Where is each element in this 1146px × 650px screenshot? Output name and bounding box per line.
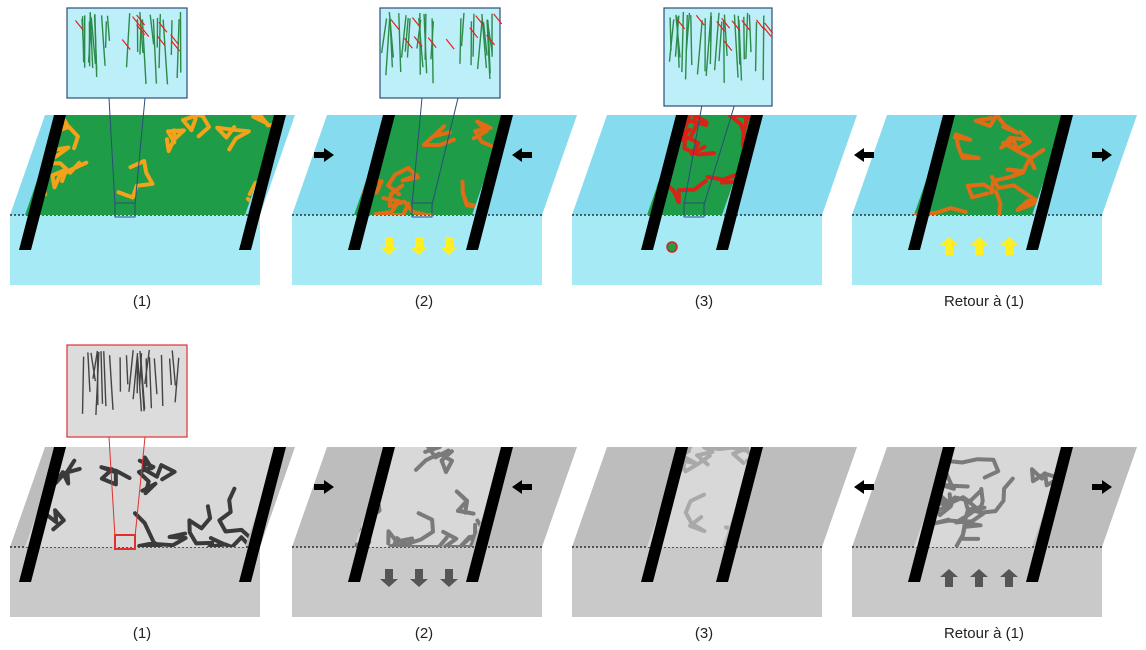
trough-front <box>10 547 260 617</box>
barrier <box>19 115 66 250</box>
vertical-arrow-1 <box>940 237 958 255</box>
monolayer-film <box>354 447 507 547</box>
vertical-arrow-1 <box>380 569 398 587</box>
panel-2-4 <box>852 447 1137 617</box>
panel-1-3 <box>572 7 857 285</box>
barrier <box>348 115 395 250</box>
barrier <box>466 447 513 582</box>
horizontal-arrow-2 <box>512 480 532 494</box>
horizontal-arrow-1 <box>314 480 334 494</box>
horizontal-arrow-1 <box>854 148 874 162</box>
horizontal-arrow-1 <box>314 148 334 162</box>
trough-front <box>572 215 822 285</box>
panel-1-2 <box>292 7 577 285</box>
panel-caption: (3) <box>694 625 714 642</box>
zoom-leader <box>134 436 146 538</box>
molecule-sketch <box>74 12 182 85</box>
panel-1-1 <box>10 7 295 285</box>
molecule-sketch <box>81 349 180 416</box>
vertical-arrow-2 <box>410 237 428 255</box>
zoom-leader <box>108 97 116 206</box>
zoom-leader <box>431 97 459 206</box>
horizontal-arrow-2 <box>1092 480 1112 494</box>
molecule-sketch <box>380 11 503 84</box>
monolayer-film <box>25 447 280 547</box>
zoom-leader <box>683 105 703 206</box>
trough-front <box>572 547 822 617</box>
horizontal-arrow-2 <box>512 148 532 162</box>
barrier <box>1026 115 1073 250</box>
panel-1-4 <box>852 115 1137 285</box>
vertical-arrow-1 <box>940 569 958 587</box>
vertical-arrow-3 <box>1000 569 1018 587</box>
domain-pattern <box>26 455 254 547</box>
barrier <box>348 447 395 582</box>
monolayer-film <box>25 115 280 215</box>
panel-caption: (1) <box>132 293 152 310</box>
barrier <box>716 447 763 582</box>
zoom-target-box <box>114 534 136 550</box>
barrier <box>239 115 286 250</box>
horizontal-arrow-1 <box>854 480 874 494</box>
zoom-leader <box>108 436 116 538</box>
panel-caption: Retour à (1) <box>943 293 1025 310</box>
barrier <box>1026 447 1073 582</box>
vertical-arrow-3 <box>1000 237 1018 255</box>
zoom-leader <box>411 97 423 206</box>
vertical-arrow-2 <box>970 237 988 255</box>
barrier <box>641 447 688 582</box>
panel-caption: (3) <box>694 293 714 310</box>
zoom-leader <box>703 105 735 206</box>
zoom-target-box <box>411 202 433 218</box>
trough-front <box>10 215 260 285</box>
panel-2-1 <box>10 344 295 617</box>
panel-caption: (1) <box>132 625 152 642</box>
barrier <box>908 115 955 250</box>
zoom-target-box <box>683 202 705 218</box>
zoom-leader <box>134 97 146 206</box>
barrier <box>19 447 66 582</box>
zoom-target-box <box>114 202 136 218</box>
micelle <box>666 241 678 253</box>
vertical-arrow-2 <box>970 569 988 587</box>
barrier <box>641 115 688 250</box>
horizontal-arrow-2 <box>1092 148 1112 162</box>
barrier <box>239 447 286 582</box>
panel-caption: (2) <box>414 293 434 310</box>
panel-2-3 <box>572 447 857 617</box>
vertical-arrow-3 <box>440 237 458 255</box>
panel-caption: (2) <box>414 625 434 642</box>
vertical-arrow-3 <box>440 569 458 587</box>
domain-pattern <box>914 447 1062 547</box>
barrier <box>716 115 763 250</box>
barrier <box>466 115 513 250</box>
panel-2-2 <box>292 447 577 617</box>
molecule-sketch <box>668 12 774 83</box>
barrier <box>908 447 955 582</box>
vertical-arrow-1 <box>380 237 398 255</box>
panel-caption: Retour à (1) <box>943 625 1025 642</box>
vertical-arrow-2 <box>410 569 428 587</box>
